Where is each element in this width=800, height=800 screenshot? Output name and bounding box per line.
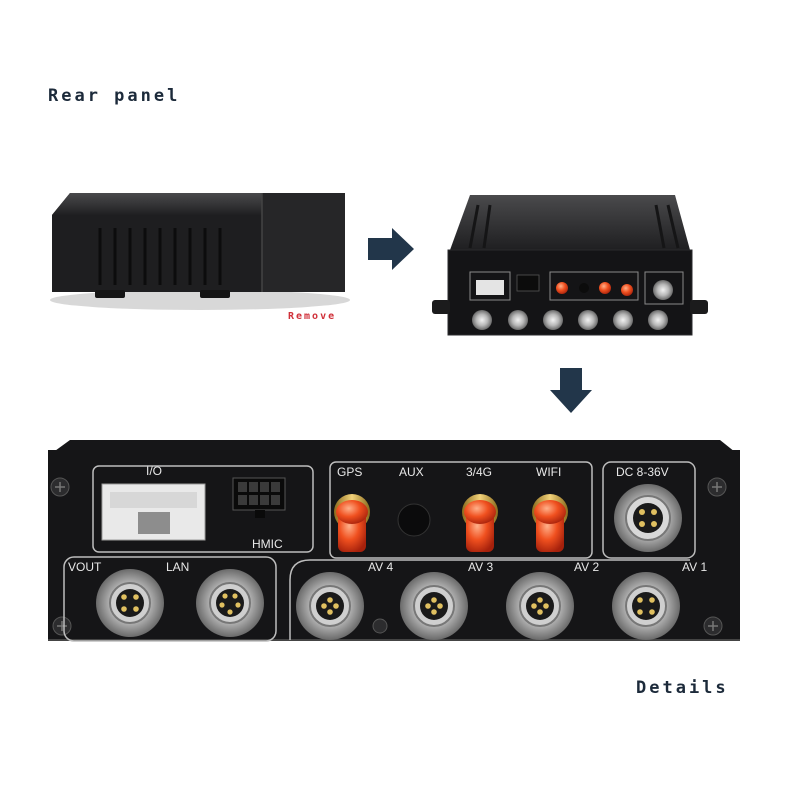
rear-panel-caption: Rear panel	[48, 86, 181, 106]
av1-label: AV 1	[682, 560, 707, 574]
dc-power-label: DC 8-36V	[616, 465, 669, 479]
remove-caption: Remove	[288, 311, 337, 322]
av3-label: AV 3	[468, 560, 493, 574]
lan-label: LAN	[166, 560, 189, 574]
gps-label: GPS	[337, 465, 362, 479]
io-label: I/O	[146, 464, 162, 478]
closed-device-image	[50, 193, 350, 310]
details-caption: Details	[636, 678, 729, 698]
down-arrow-icon	[550, 368, 592, 413]
aux-label: AUX	[399, 465, 424, 479]
3-4g-label: 3/4G	[466, 465, 492, 479]
open-device-image	[432, 195, 708, 336]
right-arrow-icon	[368, 228, 414, 270]
av4-label: AV 4	[368, 560, 393, 574]
hmic-label: HMIC	[252, 537, 283, 551]
wifi-label: WIFI	[536, 465, 561, 479]
rear-panel-detail: I/O HMIC GPS AUX 3/4G WIFI DC 8-36V VOUT…	[48, 440, 740, 642]
vout-label: VOUT	[68, 560, 102, 574]
av2-label: AV 2	[574, 560, 599, 574]
